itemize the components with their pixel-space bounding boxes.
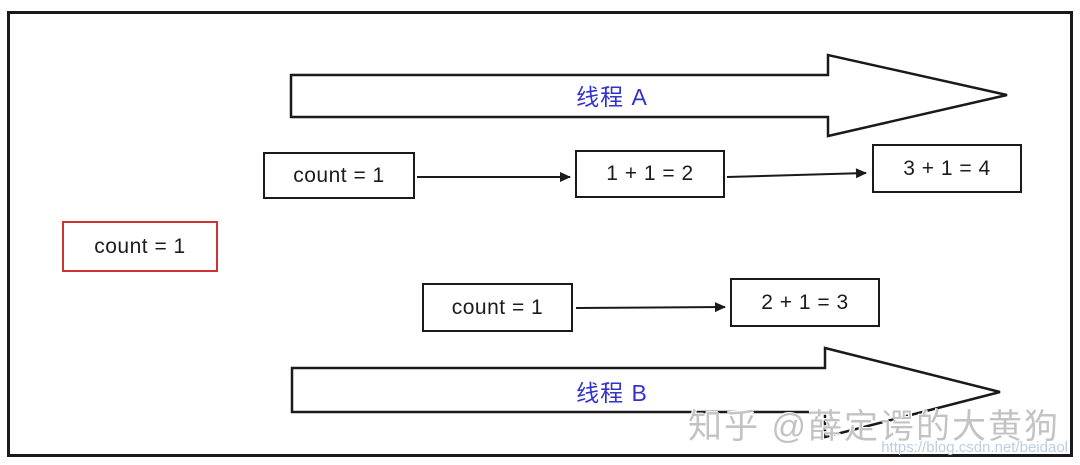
thread-a-result-box: 3 + 1 = 4 [872,144,1022,193]
csdn-url-watermark: https://blog.csdn.net/beidaol [881,439,1068,456]
shared-count-box: count = 1 [62,221,218,272]
connector-a-add-to-result-arrow [726,168,867,179]
thread-a-read-box: count = 1 [263,152,415,199]
connector-b-read-to-add-arrow [575,302,726,313]
thread-b-add-box: 2 + 1 = 3 [730,278,880,327]
thread-b-timeline-arrow [290,346,1001,439]
thread-a-add-box: 1 + 1 = 2 [575,150,725,198]
thread-b-label: 线程 B [576,380,648,406]
thread-a-label: 线程 A [576,84,648,110]
thread-b-read-box: count = 1 [422,283,573,332]
thread-a-timeline-arrow [289,53,1008,138]
zhihu-watermark: 知乎 @薛定谔的大黄狗 [688,408,1060,446]
